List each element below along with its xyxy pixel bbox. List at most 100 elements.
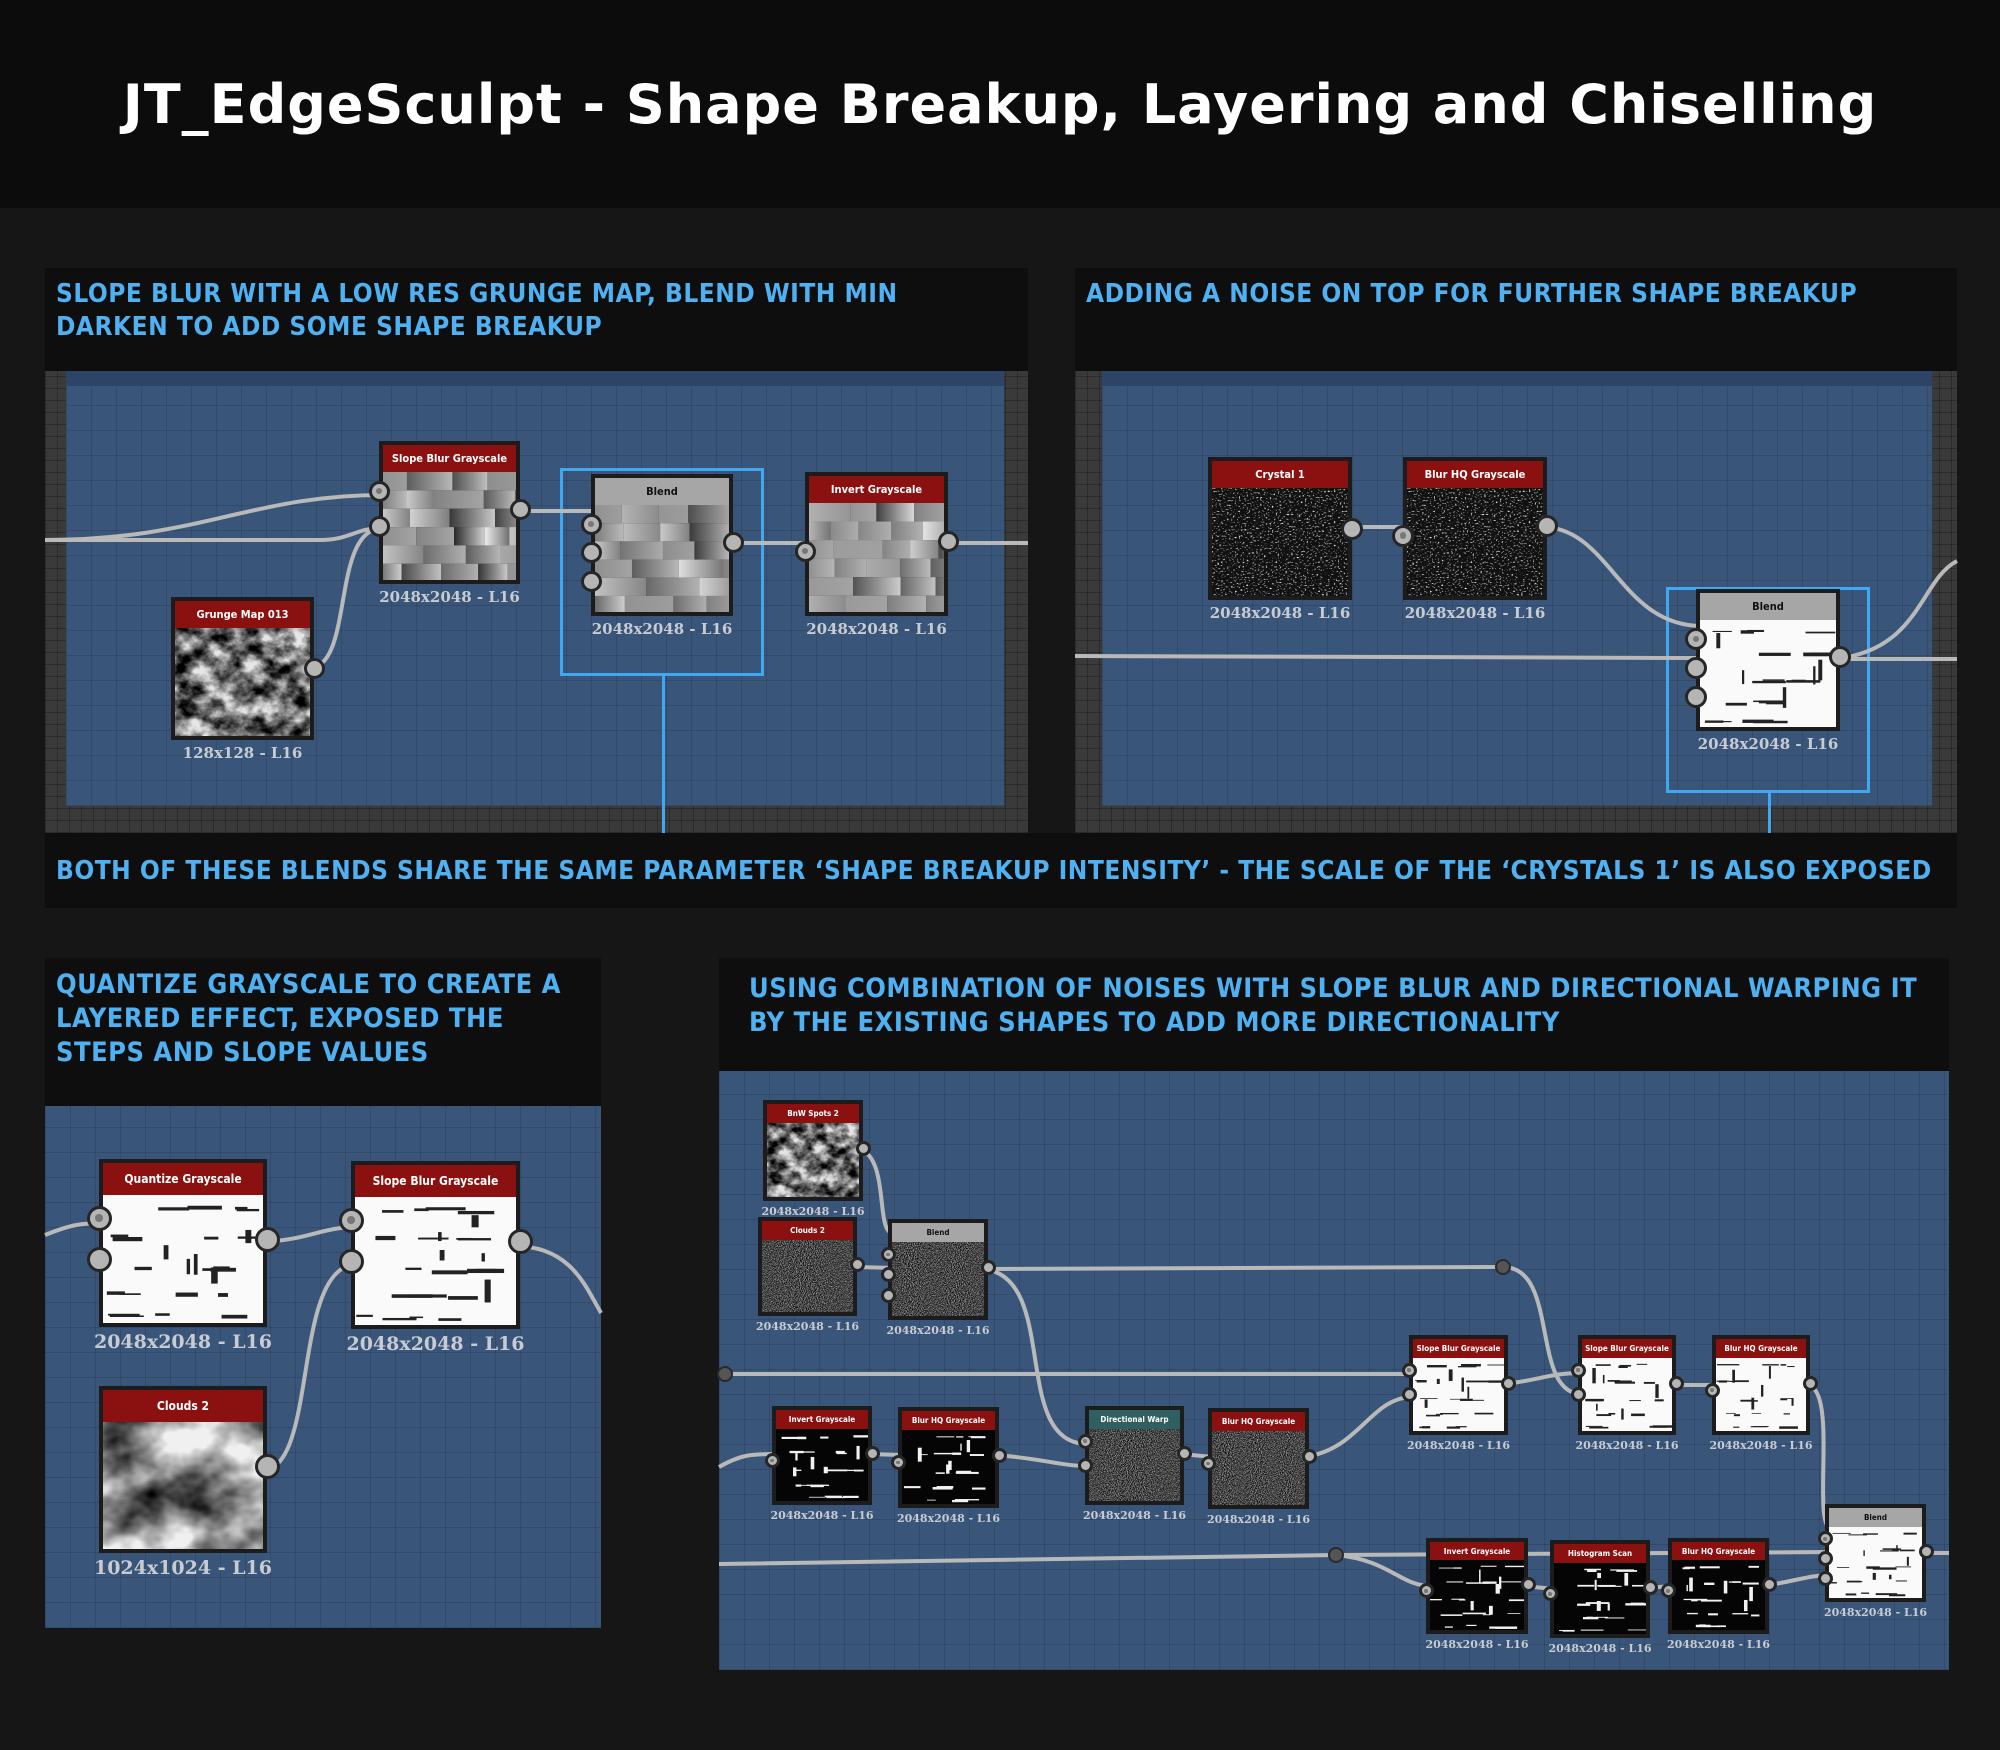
output-socket[interactable] (1536, 514, 1558, 537)
output-socket[interactable] (254, 1227, 280, 1253)
node-invert-grayscale[interactable]: Invert Grayscale (805, 472, 948, 616)
output-socket[interactable] (303, 658, 325, 679)
node-resolution: 2048x2048 - L16 (1406, 1439, 1511, 1452)
input-socket[interactable] (580, 513, 602, 535)
output-socket[interactable] (1642, 1579, 1658, 1595)
node-thumbnail (1212, 1431, 1305, 1505)
node-blur-hq-grayscale[interactable]: Blur HQ Grayscale (1208, 1408, 1309, 1509)
output-socket[interactable] (1500, 1375, 1516, 1391)
output-socket[interactable] (1341, 517, 1363, 540)
node-blend[interactable]: Blend (1696, 589, 1840, 731)
node-thumbnail (1089, 1429, 1180, 1501)
node-resolution: 2048x2048 - L16 (1082, 1509, 1187, 1522)
node-clouds-2[interactable]: Clouds 2 (99, 1386, 267, 1553)
output-socket[interactable] (507, 1229, 533, 1255)
input-socket[interactable] (1570, 1387, 1586, 1402)
output-socket[interactable] (1520, 1576, 1536, 1592)
node-resolution: 2048x2048 - L16 (1404, 604, 1546, 622)
wire-reroute-dot[interactable] (717, 1366, 733, 1382)
input-socket[interactable] (1685, 656, 1707, 679)
input-socket[interactable] (1077, 1457, 1093, 1473)
input-socket[interactable] (1685, 628, 1707, 650)
input-socket[interactable] (580, 571, 602, 592)
node-blur-hq-grayscale[interactable]: Blur HQ Grayscale (1712, 1335, 1810, 1435)
input-socket[interactable] (1401, 1387, 1417, 1402)
node-crystal-1[interactable]: Crystal 1 (1208, 457, 1352, 600)
input-socket[interactable] (880, 1287, 896, 1303)
output-socket[interactable] (1761, 1576, 1777, 1592)
input-socket[interactable] (1077, 1433, 1093, 1449)
input-socket[interactable] (368, 480, 390, 502)
input-socket[interactable] (1392, 524, 1414, 547)
node-resolution: 1024x1024 - L16 (93, 1557, 272, 1579)
node-bnw-spots-2[interactable]: BnW Spots 2 (763, 1100, 863, 1201)
input-socket[interactable] (1685, 685, 1707, 708)
node-directional-warp[interactable]: Directional Warp (1085, 1406, 1184, 1505)
wire-reroute-dot[interactable] (1495, 1259, 1511, 1275)
node-resolution: 2048x2048 - L16 (1209, 604, 1351, 622)
input-socket[interactable] (86, 1246, 112, 1272)
input-socket[interactable] (338, 1248, 364, 1274)
node-blend[interactable]: Blend (1825, 1504, 1926, 1602)
input-socket[interactable] (1542, 1586, 1558, 1602)
node-blur-hq-grayscale[interactable]: Blur HQ Grayscale (1668, 1538, 1769, 1634)
output-socket[interactable] (1668, 1375, 1684, 1391)
output-socket[interactable] (855, 1140, 871, 1156)
input-socket[interactable] (1817, 1570, 1833, 1586)
input-socket[interactable] (368, 515, 390, 537)
node-invert-grayscale[interactable]: Invert Grayscale (1426, 1538, 1528, 1634)
node-blend[interactable]: Blend (888, 1219, 988, 1320)
input-socket[interactable] (1418, 1583, 1434, 1599)
input-socket[interactable] (1200, 1456, 1216, 1472)
output-socket[interactable] (937, 530, 959, 552)
input-socket[interactable] (880, 1246, 896, 1262)
output-socket[interactable] (722, 531, 744, 553)
output-socket[interactable] (980, 1259, 996, 1275)
input-socket[interactable] (890, 1455, 906, 1471)
node-quantize-grayscale[interactable]: Quantize Grayscale (99, 1159, 267, 1327)
output-socket[interactable] (1301, 1448, 1317, 1464)
wire-reroute-dot[interactable] (1328, 1547, 1344, 1563)
input-socket[interactable] (1817, 1551, 1833, 1567)
node-resolution: 128x128 - L16 (182, 744, 303, 762)
input-socket[interactable] (794, 540, 816, 562)
output-socket[interactable] (254, 1453, 280, 1479)
input-socket[interactable] (338, 1207, 364, 1233)
selected-blend-highlight-1 (560, 468, 764, 676)
output-socket[interactable] (1829, 646, 1851, 669)
panel-4-heading: USING COMBINATION OF NOISES WITH SLOPE B… (719, 958, 1949, 1071)
output-socket[interactable] (1802, 1375, 1818, 1391)
node-title: Grunge Map 013 (175, 601, 310, 628)
output-socket[interactable] (1176, 1446, 1192, 1462)
input-socket[interactable] (764, 1452, 780, 1468)
node-blur-hq-grayscale[interactable]: Blur HQ Grayscale (1403, 457, 1547, 600)
output-socket[interactable] (509, 499, 531, 521)
node-slope-blur-grayscale[interactable]: Slope Blur Grayscale (379, 441, 520, 584)
input-socket[interactable] (1704, 1382, 1720, 1398)
node-blur-hq-grayscale[interactable]: Blur HQ Grayscale (898, 1407, 999, 1508)
input-socket[interactable] (1570, 1362, 1586, 1378)
node-slope-blur-grayscale[interactable]: Slope Blur Grayscale (351, 1161, 520, 1329)
input-socket[interactable] (1817, 1531, 1833, 1547)
input-socket[interactable] (880, 1267, 896, 1283)
output-socket[interactable] (864, 1446, 880, 1462)
node-blend[interactable]: Blend (591, 474, 733, 616)
node-slope-blur-grayscale[interactable]: Slope Blur Grayscale (1578, 1335, 1676, 1435)
node-slope-blur-grayscale[interactable]: Slope Blur Grayscale (1409, 1335, 1508, 1435)
node-grunge-map-013[interactable]: Grunge Map 013 (171, 597, 314, 740)
node-resolution: 2048x2048 - L16 (770, 1509, 874, 1522)
output-socket[interactable] (1918, 1543, 1934, 1559)
input-socket[interactable] (86, 1205, 112, 1231)
node-thumbnail (767, 1123, 859, 1197)
input-socket[interactable] (580, 542, 602, 564)
node-thumbnail (776, 1429, 868, 1501)
input-socket[interactable] (1401, 1362, 1417, 1378)
output-socket[interactable] (849, 1257, 865, 1273)
output-socket[interactable] (991, 1447, 1007, 1463)
node-invert-grayscale[interactable]: Invert Grayscale (772, 1406, 872, 1505)
node-title: Slope Blur Grayscale (1413, 1339, 1504, 1358)
node-title: Invert Grayscale (776, 1410, 868, 1429)
node-clouds-2[interactable]: Clouds 2 (758, 1217, 857, 1316)
input-socket[interactable] (1660, 1583, 1676, 1599)
node-histogram-scan[interactable]: Histogram Scan (1550, 1540, 1650, 1638)
